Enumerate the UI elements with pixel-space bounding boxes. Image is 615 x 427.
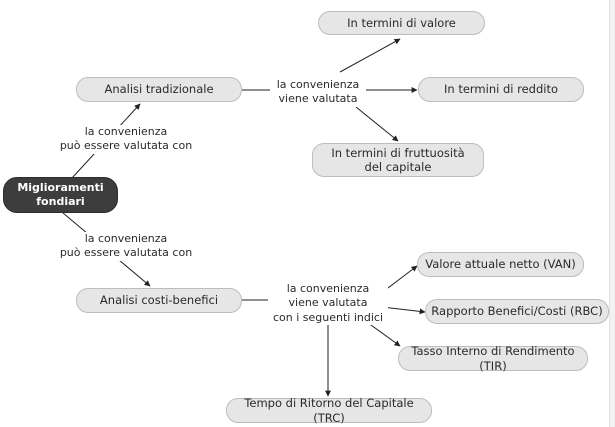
connector-to-fruttuosita (355, 106, 399, 142)
node-analisi-tradizionale: Analisi tradizionale (76, 77, 242, 102)
node-analisi-costi-benefici-label: Analisi costi-benefici (99, 293, 219, 308)
branch-label-top-line-1: la convenienza (84, 125, 168, 138)
node-termini-valore-label: In termini di valore (347, 15, 456, 30)
page-edge (609, 0, 615, 427)
root-node: Miglioramenti fondiari (3, 177, 118, 213)
label-tradizionale-line-2: viene valutata (278, 92, 358, 106)
node-tir: Tasso Interno di Rendimento (TIR) (398, 344, 588, 373)
node-termini-fruttuosita-line-2: del capitale (364, 160, 432, 174)
node-van-label: Valore attuale netto (VAN) (425, 257, 576, 272)
node-termini-fruttuosita: In termini di fruttuosità del capitale (312, 143, 484, 177)
branch-label-bottom-line-1: la convenienza (84, 232, 168, 245)
node-analisi-costi-benefici: Analisi costi-benefici (76, 288, 242, 313)
node-termini-valore: In termini di valore (318, 11, 485, 35)
label-tradizionale: la convenienza viene valutata (270, 78, 366, 107)
node-van: Valore attuale netto (VAN) (417, 252, 584, 277)
connector-to-valore (339, 38, 401, 73)
branch-label-top-line-2: può essere valutata con (59, 139, 193, 153)
node-tir-label: Tasso Interno di Rendimento (TIR) (411, 344, 575, 373)
node-trc: Tempo di Ritorno del Capitale (TRC) (226, 396, 432, 425)
label-costi-benefici-line-3: con i seguenti indici (272, 310, 384, 324)
node-termini-fruttuosita-line-1: In termini di fruttuosità (331, 145, 465, 160)
node-trc-label: Tempo di Ritorno del Capitale (TRC) (244, 396, 414, 425)
node-termini-reddito-label: In termini di reddito (443, 82, 559, 97)
branch-label-bottom-line-2: può essere valutata con (59, 246, 193, 260)
node-rbc-label: Rapporto Benefici/Costi (RBC) (431, 304, 603, 319)
node-termini-reddito: In termini di reddito (418, 77, 584, 102)
label-costi-benefici-line-2: viene valutata (288, 296, 368, 310)
node-analisi-tradizionale-label: Analisi tradizionale (104, 82, 214, 97)
node-rbc: Rapporto Benefici/Costi (RBC) (425, 299, 609, 324)
label-tradizionale-line-1: la convenienza (276, 78, 360, 91)
branch-label-top: la convenienza può essere valutata con (46, 125, 206, 154)
branch-label-bottom: la convenienza può essere valutata con (46, 232, 206, 261)
label-costi-benefici-line-1: la convenienza (286, 282, 370, 295)
label-costi-benefici: la convenienza viene valutata con i segu… (268, 282, 388, 325)
root-node-line-2: fondiari (36, 195, 85, 208)
root-node-line-1: Miglioramenti (17, 181, 104, 195)
